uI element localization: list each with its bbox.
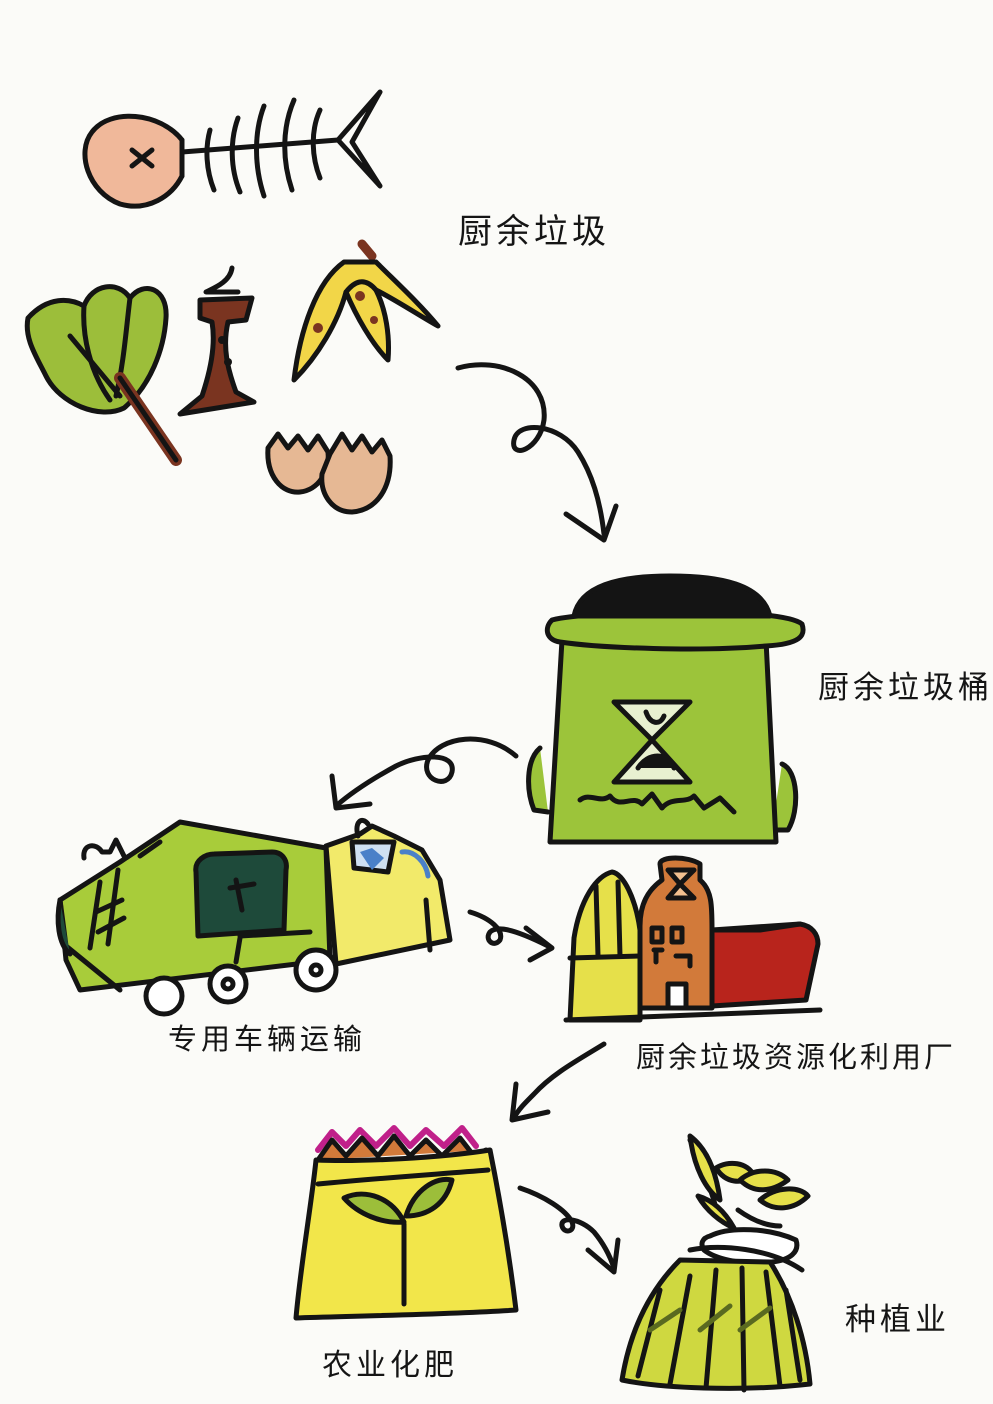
label-kitchen-waste: 厨余垃圾	[458, 212, 610, 252]
banana-peel-icon	[291, 239, 441, 383]
garbage-truck-icon	[55, 818, 453, 1017]
recycling-plant-icon	[563, 855, 823, 1023]
apple-core-icon	[177, 265, 257, 417]
vegetable-icon	[24, 284, 182, 466]
flow-arrow-icon	[329, 736, 519, 811]
label-fertilizer: 农业化肥	[322, 1348, 458, 1383]
crop-bundle-icon	[619, 1133, 813, 1393]
food-waste-bin-icon	[526, 573, 806, 845]
flow-arrow-icon	[509, 1041, 607, 1123]
eggshell-icon	[265, 431, 393, 515]
flow-arrow-icon	[467, 909, 555, 963]
flow-arrow-icon	[517, 1185, 621, 1275]
label-waste-bin: 厨余垃圾桶	[818, 670, 993, 706]
fertilizer-bag-icon	[293, 1125, 519, 1321]
label-transport: 专用车辆运输	[168, 1022, 367, 1056]
label-recycling-plant: 厨余垃圾资源化利用厂	[636, 1040, 957, 1074]
flow-arrow-icon	[455, 362, 619, 543]
label-planting: 种植业	[845, 1302, 950, 1338]
fish-bone-icon	[82, 89, 383, 209]
